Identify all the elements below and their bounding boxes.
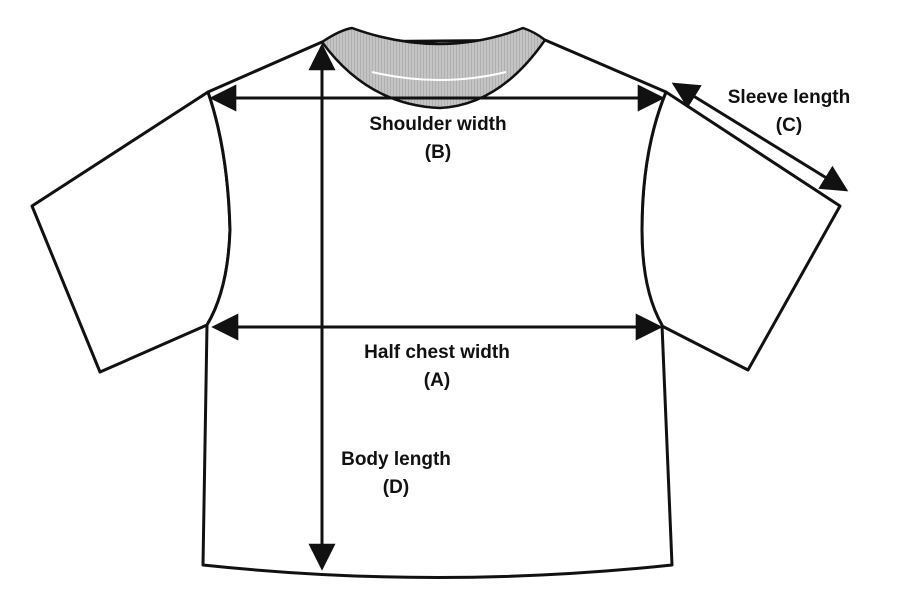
shoulder-width-label: Shoulder width: [369, 114, 506, 135]
body-length-code: (D): [383, 477, 409, 498]
half-chest-width-label: Half chest width: [364, 342, 510, 363]
collar-inner-edge: [351, 27, 524, 45]
sleeve-length-label: Sleeve length: [728, 87, 851, 108]
right-sleeve: [640, 90, 842, 372]
left-sleeve: [30, 90, 232, 374]
body-length-label: Body length: [341, 449, 451, 470]
sleeve-length-arrow: [671, 82, 849, 192]
collar-fold-line: [371, 71, 507, 81]
shoulder-width-code: (B): [425, 142, 451, 163]
half-chest-width-code: (A): [424, 370, 450, 391]
sleeve-length-code: (C): [776, 115, 802, 136]
